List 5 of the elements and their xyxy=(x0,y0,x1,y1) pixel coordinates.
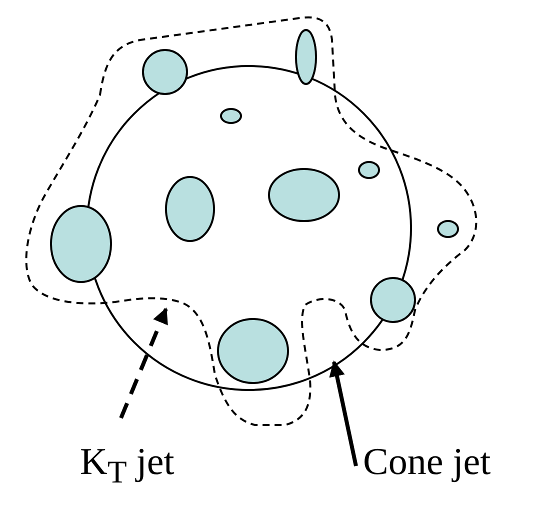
dashed-contour xyxy=(25,16,478,426)
jet-label: Cone jet xyxy=(363,441,491,483)
jet-label: K$_{T}$ jet xyxy=(80,441,174,483)
leader-arrow xyxy=(119,308,168,419)
leader-arrow xyxy=(329,360,358,466)
